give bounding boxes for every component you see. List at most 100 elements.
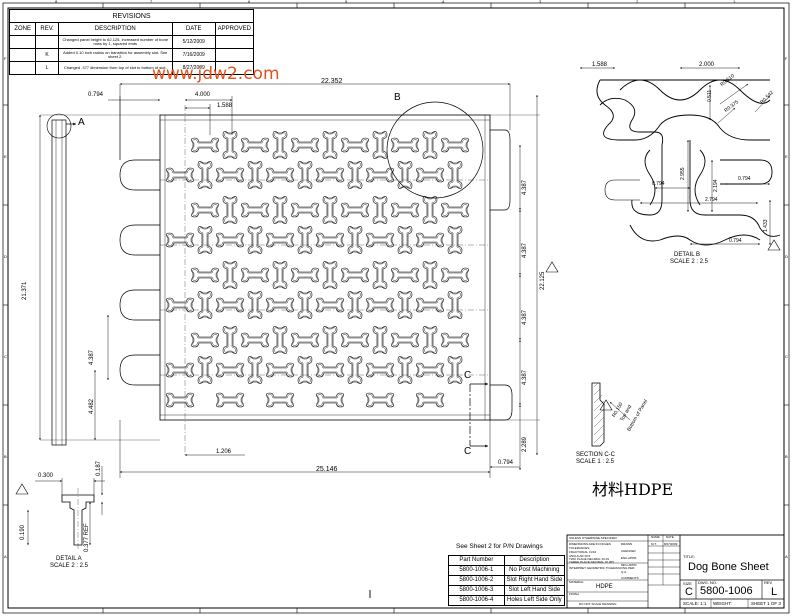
main-dimensions (39, 83, 540, 478)
detail-b-circle (386, 101, 484, 199)
detail-a-dims (27, 466, 105, 545)
zone-letter-left-a: A (4, 554, 7, 559)
section-cc-view (591, 382, 631, 447)
dim-height-right: 22.125 (540, 271, 546, 290)
tb-dwg-label: DWG. NO. (698, 580, 718, 585)
zone-letter-right-c: C (785, 354, 788, 359)
zone-number-top: 5 (345, 0, 348, 4)
dim-width-total: 22.352 (321, 78, 343, 85)
zone-letter-right-d: D (785, 254, 788, 259)
detail-b-dim: 1.433 (763, 219, 769, 232)
zone-number-top: 7 (150, 0, 153, 4)
callout-section-c-bottom: C (464, 446, 472, 457)
zone-number-top: 2 (636, 0, 639, 4)
tb-comments: COMMENTS: (621, 576, 640, 580)
detail-a-label: DETAIL A (56, 556, 82, 562)
tb-unless: UNLESS OTHERWISE SPECIFIED: (569, 536, 618, 540)
revisions-table: REVISIONS ZONE REV. DESCRIPTION DATE APP… (8, 9, 255, 75)
dim-row-d: 4.387 (522, 369, 528, 385)
dim-left-offset: 0.794 (88, 92, 104, 98)
tb-material: HDPE (596, 584, 613, 590)
detail-a-dim-0190: 0.190 (20, 524, 26, 540)
dim-bottom-0794: 0.794 (498, 460, 514, 466)
zone-number-top: 3 (539, 0, 542, 4)
detail-b-scale: SCALE 2 : 2.5 (670, 259, 709, 265)
tb-size: C (685, 586, 693, 598)
zone-letter-left-d: D (4, 254, 7, 259)
detail-b-dim: 0.794 (652, 181, 665, 187)
zone-letter-left-e: E (4, 154, 7, 159)
dim-1588: 1.588 (217, 103, 233, 109)
dim-right-2289: 2.289 (522, 436, 528, 452)
detail-b-dim: 2.955 (680, 167, 686, 180)
detail-b-view (596, 79, 781, 246)
dim-height-total: 21.371 (22, 281, 28, 300)
detail-b-dim: 2.794 (705, 197, 718, 203)
revision-row: K Added 0.10 inch radius on transition f… (8, 48, 255, 62)
detail-b-dims (580, 67, 771, 245)
tb-two-place: TWO PLACE DECIMAL ±0.01 (569, 557, 610, 561)
dim-row-a: 4.387 (522, 179, 528, 195)
tb-rev: L (771, 586, 778, 598)
callout-section-c-top: C (464, 370, 472, 381)
zone-number-top: 6 (248, 0, 251, 4)
see-sheet-note: See Sheet 2 for P/N Drawings (456, 543, 543, 550)
tb-date-label: DATE (666, 535, 674, 539)
tb-drawn-by: M.T. (651, 542, 657, 546)
watermark-text: www.jdw2.com (152, 64, 280, 84)
tb-finish: FINISH (569, 592, 579, 596)
zone-number-top-8: 8 (55, 0, 58, 4)
dim-left-4387: 4.387 (89, 349, 95, 365)
detail-b-dim: 2.194 (713, 179, 719, 192)
detail-a-dim-0300: 0.300 (38, 473, 54, 479)
callout-detail-b: B (394, 92, 401, 103)
zone-letter-right-e: E (785, 154, 788, 159)
section-cc-label: SECTION C-C (576, 452, 615, 458)
bone-pattern (166, 131, 469, 408)
detail-b-label: DETAIL B (674, 252, 701, 258)
detail-b-dim: 0.794 (738, 176, 751, 182)
revisions-title: REVISIONS (9, 9, 254, 23)
tb-name-label: NAME (651, 535, 660, 539)
tb-scale: SCALE: 1:1 (683, 601, 707, 606)
dim-left-4482: 4.482 (89, 398, 95, 414)
title-block-lines (566, 534, 785, 609)
tb-title: Dog Bone Sheet (688, 561, 769, 573)
tb-three-place: THREE PLACE DECIMAL ±0.005 (569, 560, 614, 564)
tb-sheet: SHEET 1 OF 3 (751, 601, 781, 606)
detail-a-view (61, 488, 95, 550)
tb-rev-label: REV (764, 580, 773, 585)
zone-letter-left-b: B (4, 454, 7, 459)
callout-detail-a: A (78, 117, 85, 128)
zone-letter-right-a: A (785, 554, 788, 559)
dim-row-c: 4.387 (522, 309, 528, 325)
zone-number-top: 1 (733, 0, 736, 4)
zone-letter-left-f: F (4, 56, 7, 61)
tb-do-not-scale: DO NOT SCALE DRAWING (579, 602, 617, 606)
section-c-line (469, 382, 488, 448)
zone-letter-left-c: C (4, 354, 7, 359)
rev-col-zone: ZONE (8, 22, 37, 36)
tb-dims-note: DIMENSIONS ARE IN INCHES (569, 542, 611, 546)
dim-row-b: 4.387 (522, 242, 528, 258)
detail-b-dim: 0.511 (707, 89, 713, 102)
tb-material-label: MATERIAL (569, 580, 584, 584)
pn-col-desc: Description (503, 555, 566, 566)
tb-checked: CHECKED (621, 549, 636, 553)
rev-col-rev: REV. (35, 22, 59, 36)
rev-col-date: DATE (171, 22, 216, 36)
tb-eng-appr: ENG APPR. (621, 556, 638, 560)
dim-bottom-1206: 1.206 (216, 449, 232, 455)
detail-b-dim: 0.794 (729, 238, 742, 244)
tb-drawn-date: 8/27/2009 (664, 542, 678, 546)
tb-drawn: DRAWN (621, 542, 633, 546)
pn-col-part: Part Number (448, 555, 505, 566)
rev-col-approved: APPROVED (214, 22, 255, 36)
tb-interpret: INTERPRET GEOMETRIC TOLERANCING PER: (569, 566, 636, 570)
tb-tol: TOLERANCES: (569, 546, 591, 550)
